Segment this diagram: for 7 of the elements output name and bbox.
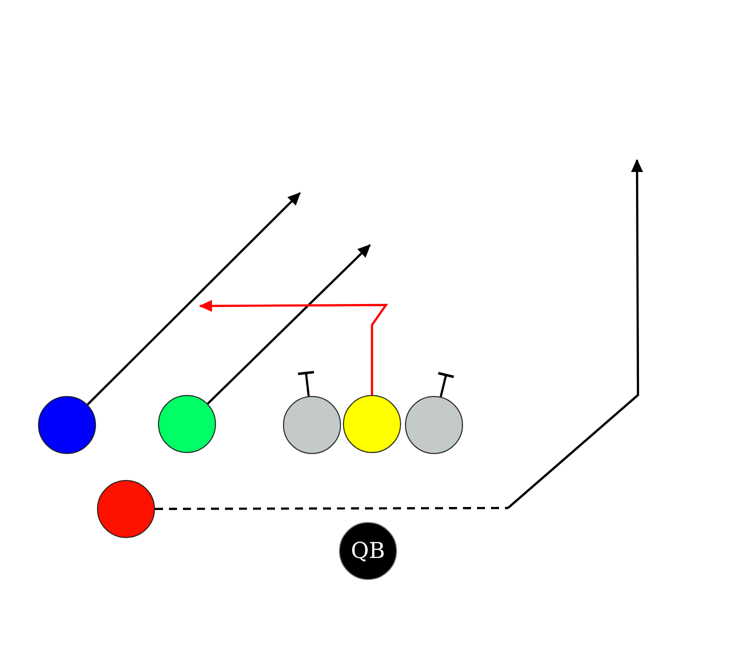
position-label: QB <box>350 538 386 564</box>
route-arrow <box>206 244 371 404</box>
route-arrow <box>86 192 301 406</box>
route-arrow <box>155 159 644 510</box>
block-route <box>436 372 456 398</box>
route-arrow <box>199 300 388 395</box>
block-route <box>296 370 316 396</box>
